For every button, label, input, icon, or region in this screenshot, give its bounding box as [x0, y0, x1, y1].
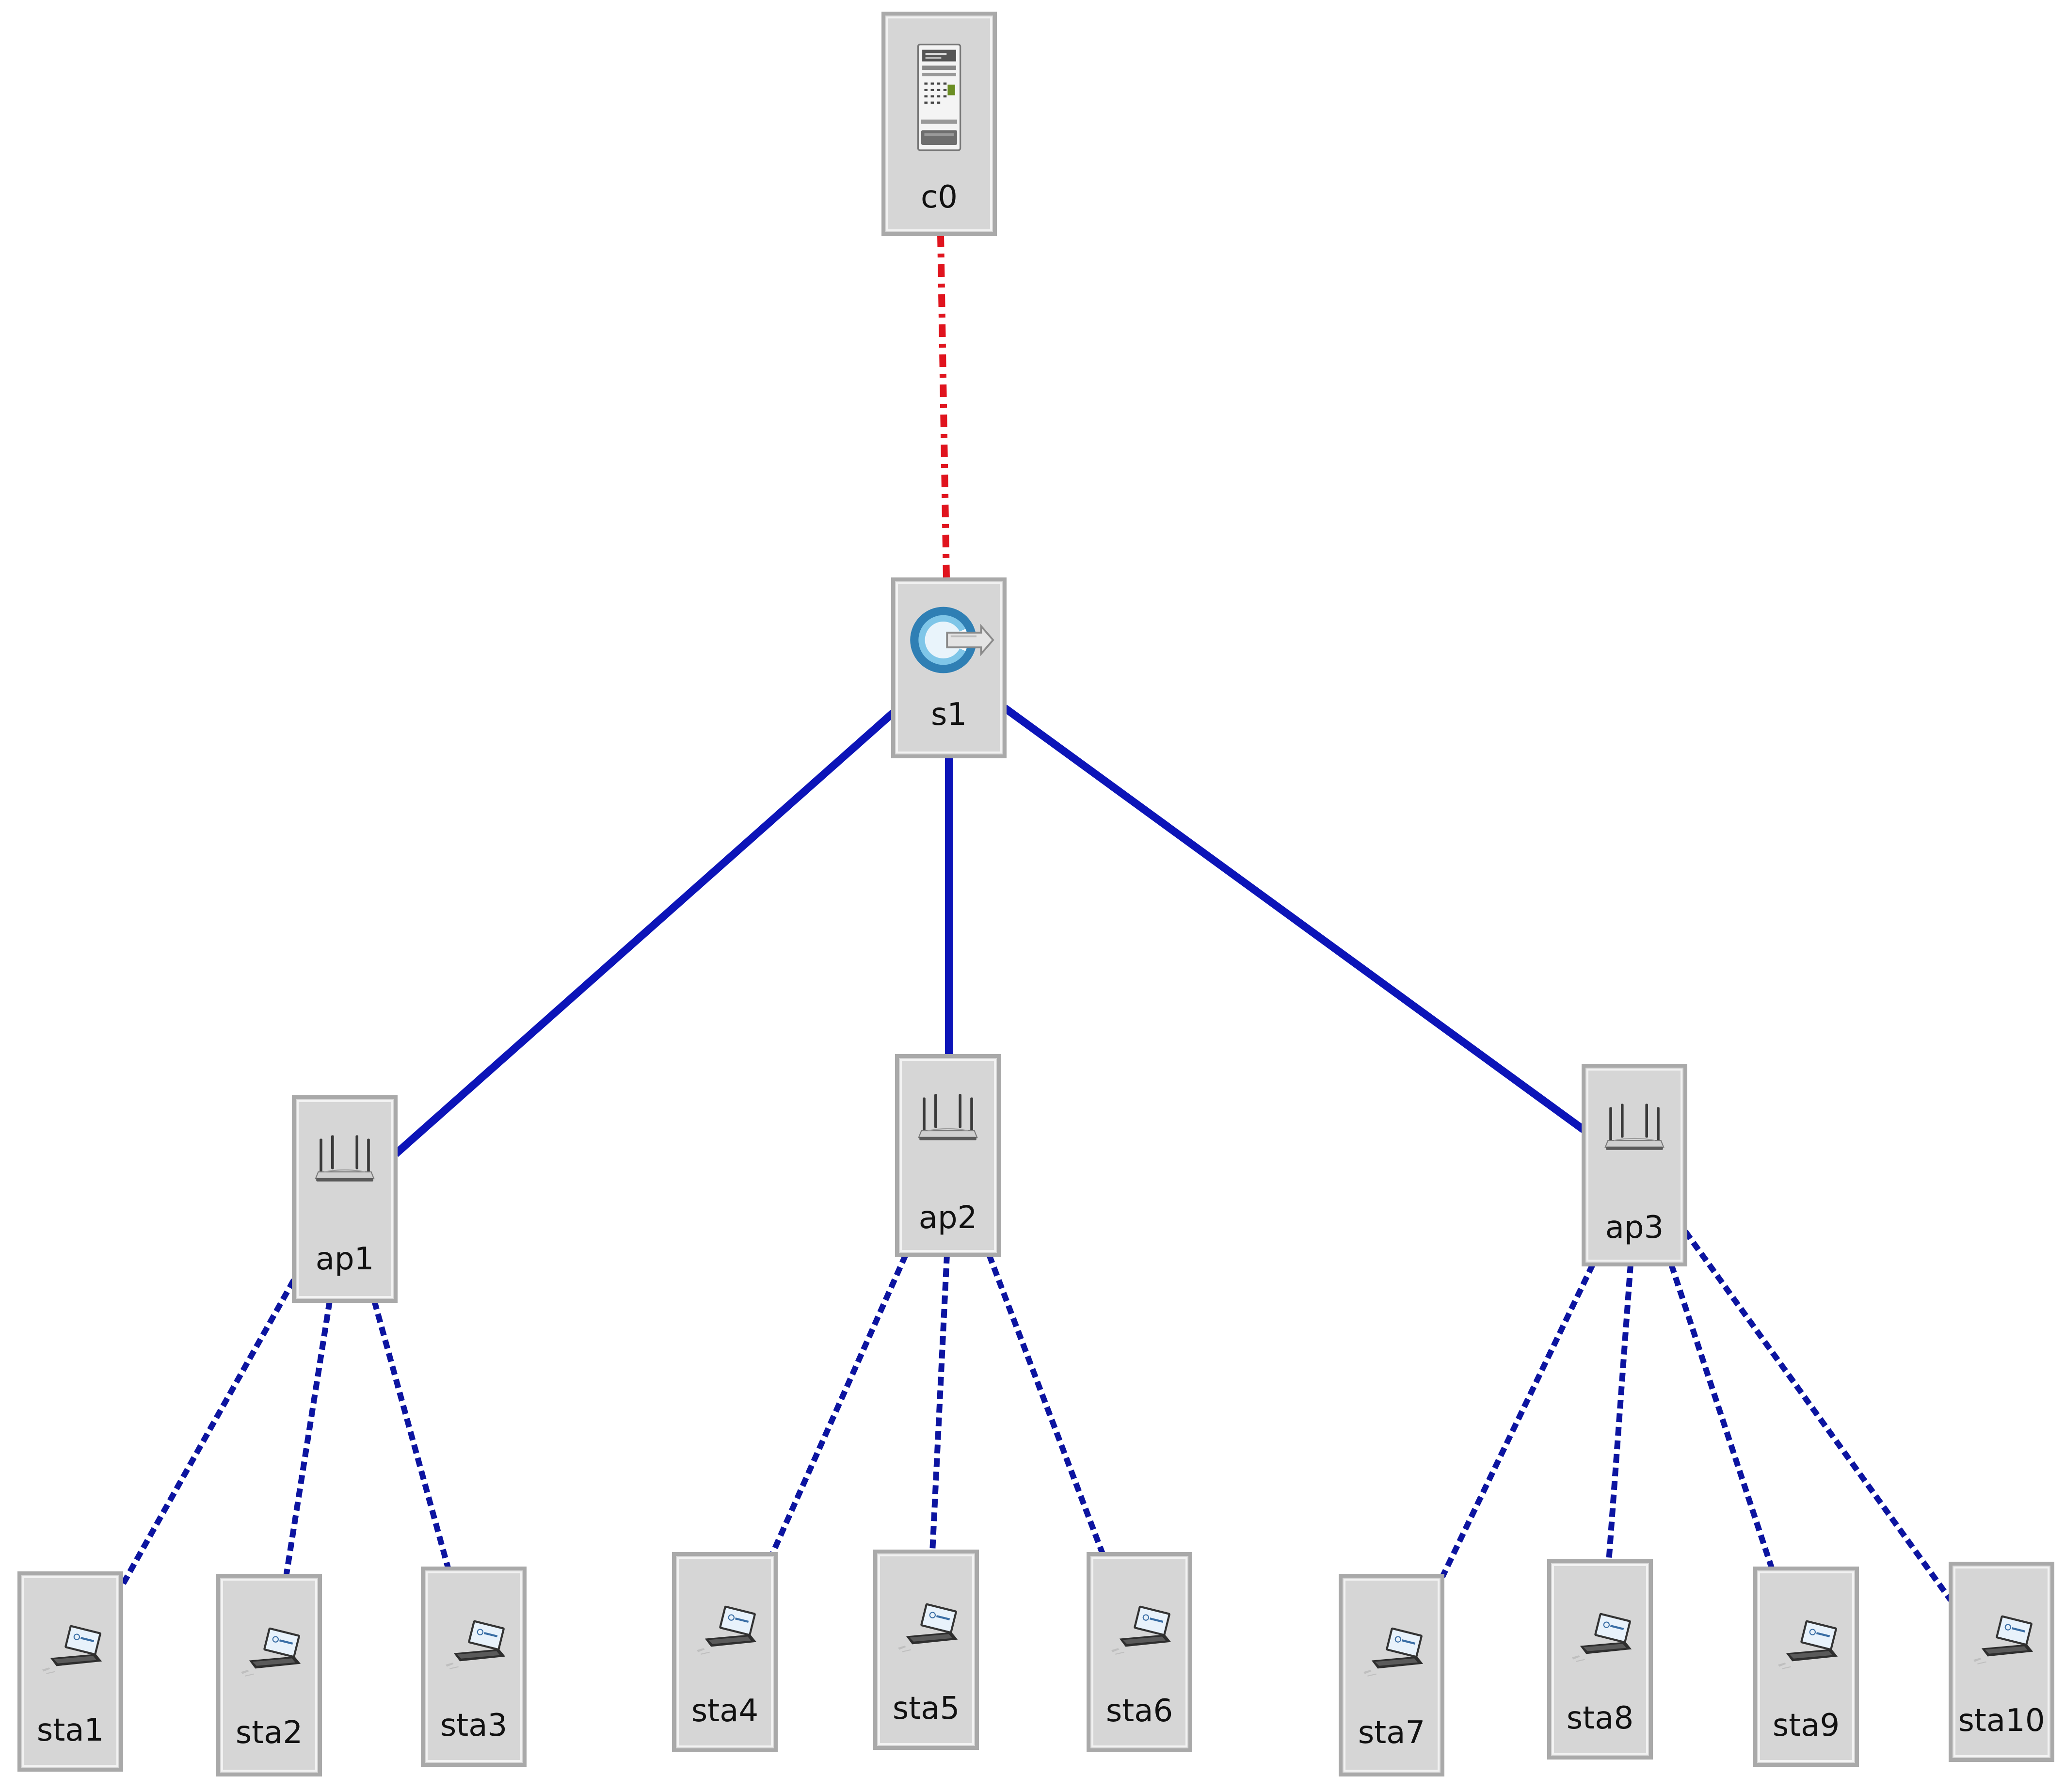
node-label-sta1: sta1 — [37, 1712, 104, 1748]
node-sta6[interactable]: sta6 — [1087, 1552, 1192, 1752]
link-s1-ap1 — [393, 710, 896, 1157]
node-ap2[interactable]: ap2 — [895, 1054, 1001, 1257]
node-box-highlight — [900, 1059, 996, 1252]
node-box-highlight — [1552, 1564, 1648, 1755]
node-box-sta2[interactable] — [216, 1574, 322, 1776]
node-sta2[interactable]: sta2 — [216, 1574, 322, 1776]
node-sta5[interactable]: sta5 — [873, 1550, 979, 1750]
node-label-sta10: sta10 — [1958, 1703, 2045, 1739]
node-box-sta6[interactable] — [1087, 1552, 1192, 1752]
node-label-sta9: sta9 — [1773, 1708, 1840, 1744]
node-box-ap2[interactable] — [895, 1054, 1001, 1257]
node-box-sta5[interactable] — [873, 1550, 979, 1750]
link-ap1-sta1 — [119, 1279, 297, 1587]
node-sta10[interactable]: sta10 — [1949, 1562, 2054, 1762]
node-box-highlight — [22, 1576, 118, 1767]
node-sta8[interactable]: sta8 — [1547, 1559, 1653, 1760]
node-box-sta4[interactable] — [672, 1552, 778, 1752]
nodes-layer: c0 s1 ap1 ap2 ap3 sta1 sta2 sta3 sta4 sta5 sta6 sta… — [17, 12, 2054, 1776]
link-ap1-sta3 — [371, 1300, 451, 1570]
link-c0-s1 — [937, 234, 950, 580]
node-box-highlight — [297, 1100, 393, 1298]
node-label-ap3: ap3 — [1605, 1210, 1664, 1246]
node-box-highlight — [426, 1571, 522, 1762]
node-label-sta8: sta8 — [1567, 1700, 1633, 1736]
node-sta3[interactable]: sta3 — [421, 1567, 527, 1767]
node-box-highlight — [1586, 1069, 1682, 1262]
node-sta4[interactable]: sta4 — [672, 1552, 778, 1752]
node-box-highlight — [886, 16, 992, 231]
node-sta7[interactable]: sta7 — [1339, 1574, 1444, 1776]
node-label-sta4: sta4 — [691, 1693, 758, 1729]
node-ap3[interactable]: ap3 — [1582, 1064, 1687, 1266]
node-box-highlight — [1758, 1571, 1854, 1762]
node-box-sta7[interactable] — [1339, 1574, 1444, 1776]
link-ap2-sta5 — [929, 1254, 950, 1553]
node-label-c0: c0 — [921, 179, 958, 215]
link-ap3-sta10 — [1683, 1230, 1953, 1602]
node-box-ap3[interactable] — [1582, 1064, 1687, 1266]
node-label-s1: s1 — [931, 697, 967, 733]
node-box-ap1[interactable] — [292, 1095, 398, 1303]
node-label-sta6: sta6 — [1106, 1693, 1173, 1729]
node-box-highlight — [1091, 1557, 1187, 1747]
node-ap1[interactable]: ap1 — [292, 1095, 398, 1303]
node-box-highlight — [221, 1579, 317, 1772]
node-box-highlight — [1344, 1579, 1440, 1772]
node-label-ap1: ap1 — [316, 1241, 374, 1277]
node-s1[interactable]: s1 — [891, 577, 1007, 758]
node-box-sta8[interactable] — [1547, 1559, 1653, 1760]
node-label-sta2: sta2 — [236, 1715, 303, 1751]
node-sta9[interactable]: sta9 — [1753, 1567, 1859, 1767]
node-label-sta3: sta3 — [440, 1708, 507, 1744]
controller-server-icon — [917, 44, 961, 151]
node-box-highlight — [896, 582, 1002, 753]
link-ap1-sta2 — [283, 1300, 333, 1577]
links-layer — [119, 234, 1953, 1602]
node-box-highlight — [1953, 1567, 2049, 1757]
link-ap2-sta6 — [986, 1253, 1106, 1556]
node-box-highlight — [677, 1557, 773, 1747]
node-box-sta10[interactable] — [1949, 1562, 2054, 1762]
node-box-sta1[interactable] — [17, 1571, 123, 1772]
node-c0[interactable]: c0 — [881, 12, 997, 236]
node-box-sta3[interactable] — [421, 1567, 527, 1767]
node-sta1[interactable]: sta1 — [17, 1571, 123, 1772]
link-ap2-sta4 — [769, 1253, 909, 1556]
node-box-sta9[interactable] — [1753, 1567, 1859, 1767]
link-s1-ap3 — [1002, 704, 1586, 1133]
node-box-highlight — [878, 1554, 974, 1745]
link-ap3-sta8 — [1606, 1264, 1633, 1563]
link-ap3-sta7 — [1440, 1263, 1596, 1578]
node-label-sta5: sta5 — [893, 1691, 960, 1727]
node-label-ap2: ap2 — [919, 1200, 977, 1236]
node-label-sta7: sta7 — [1358, 1715, 1425, 1751]
link-ap3-sta9 — [1668, 1264, 1775, 1570]
